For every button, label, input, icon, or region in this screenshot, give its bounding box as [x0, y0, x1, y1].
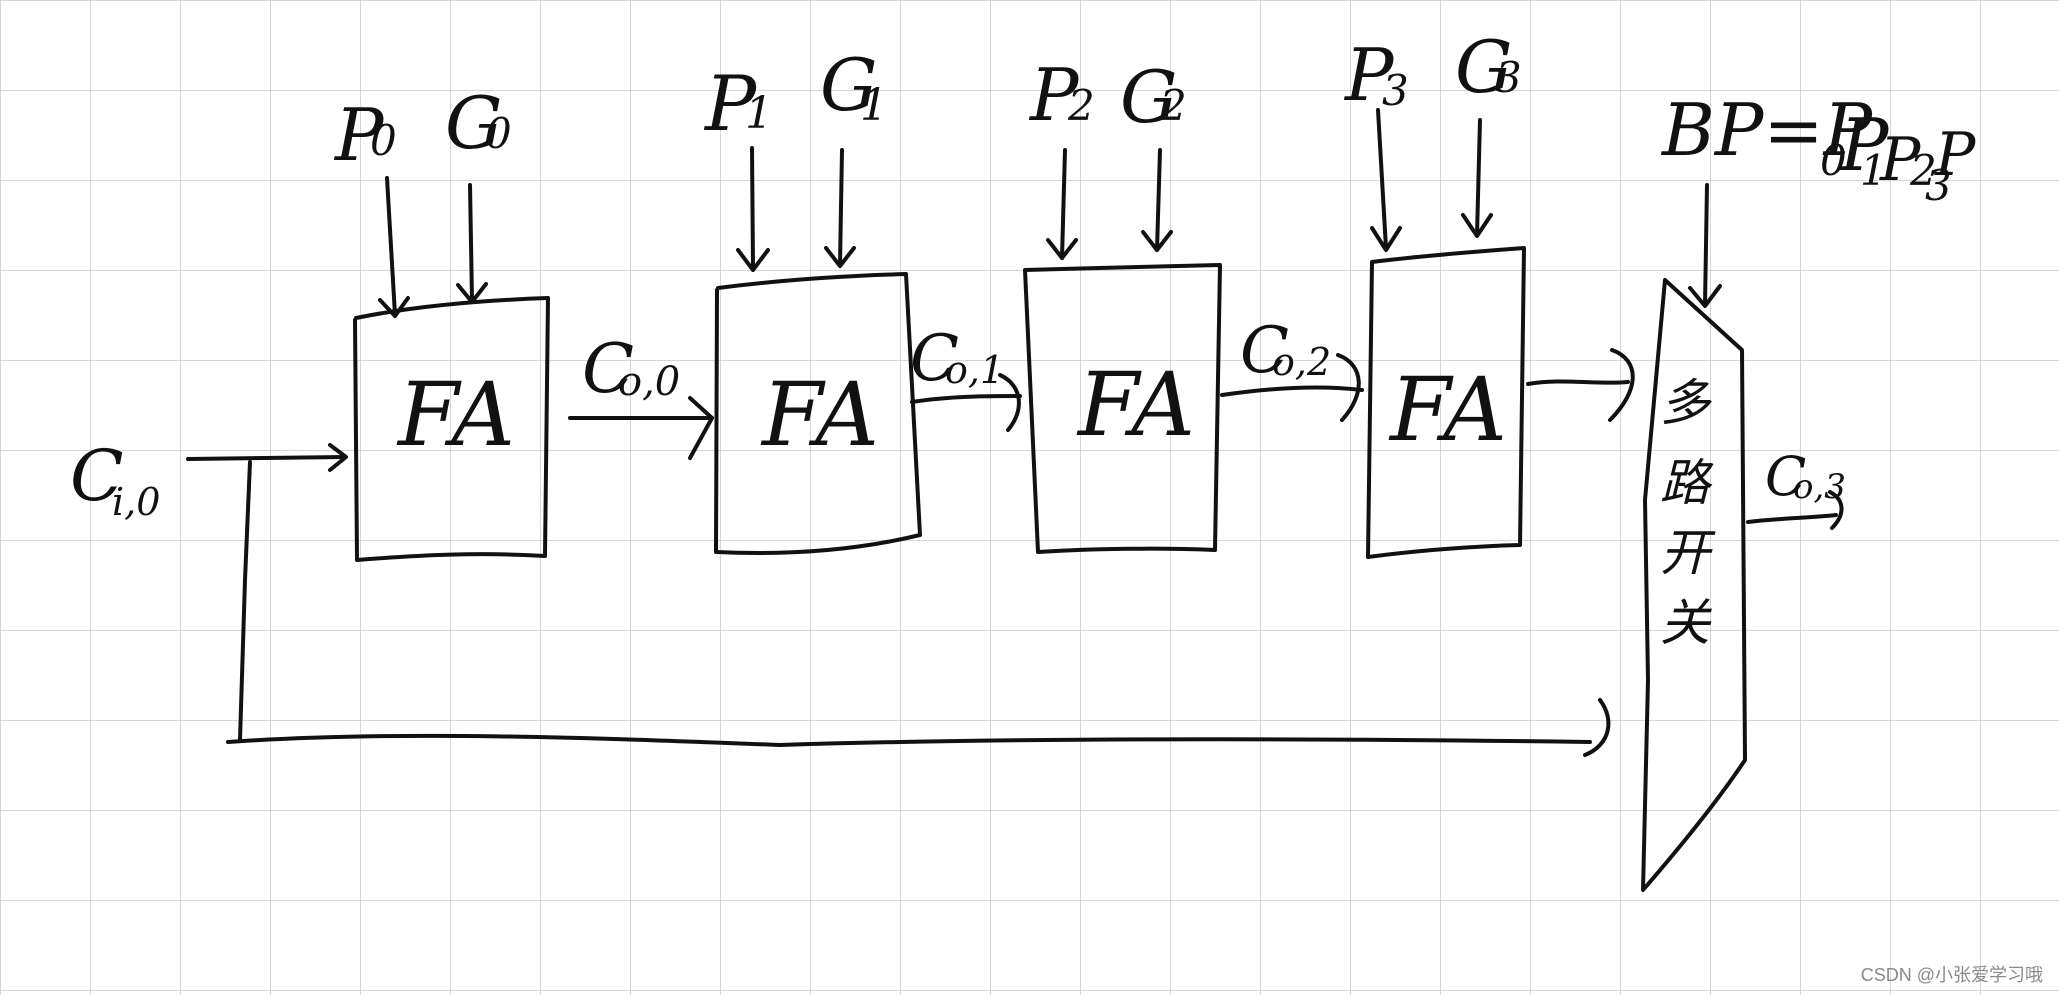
multiplexer: 多 路 开 关 [1641, 278, 1747, 892]
svg-text:o,0: o,0 [618, 359, 680, 405]
svg-text:开: 开 [1660, 524, 1716, 582]
svg-text:3: 3 [1925, 161, 1952, 210]
svg-text:C: C [582, 330, 634, 409]
svg-text:o,2: o,2 [1272, 340, 1331, 384]
svg-text:C: C [910, 322, 959, 396]
svg-text:BP=P: BP=P [1660, 88, 1874, 172]
svg-text:0: 0 [1820, 136, 1847, 185]
fa3-output-arrow [1526, 348, 1635, 422]
svg-text:G: G [445, 81, 503, 165]
svg-text:P: P [1343, 33, 1395, 117]
svg-text:C: C [1240, 314, 1289, 388]
svg-text:G: G [1120, 55, 1178, 139]
inputs-2: P 2 G 2 [1028, 53, 1187, 260]
svg-text:多: 多 [1660, 374, 1712, 432]
svg-text:1: 1 [860, 80, 888, 131]
inputs-0: P 0 G 0 [333, 81, 512, 318]
bypass-p1: P [1838, 103, 1890, 187]
svg-text:0: 0 [485, 109, 512, 158]
bypass-line [226, 460, 1611, 757]
carry-0: C o,0 [568, 330, 714, 460]
svg-text:2: 2 [1159, 81, 1187, 130]
svg-text:G: G [820, 43, 878, 127]
svg-text:P: P [703, 59, 758, 148]
svg-text:G: G [1455, 25, 1513, 109]
full-adder-1-label: FA [760, 363, 879, 466]
full-adder-3-label: FA [1388, 358, 1507, 461]
carry-in-label: C i,0 [70, 435, 160, 524]
svg-text:2: 2 [1067, 81, 1095, 130]
svg-text:o,1: o,1 [945, 348, 1004, 392]
svg-text:P: P [1028, 53, 1080, 137]
full-adder-2-label: FA [1076, 353, 1195, 456]
watermark: CSDN @小张爱学习哦 [1860, 965, 2043, 985]
svg-text:0: 0 [370, 116, 397, 165]
svg-text:3: 3 [1495, 53, 1522, 102]
bypass-control-label: BP=P 0 P 1 P 2 P 3 [1660, 88, 1977, 308]
carry-out: C o,3 [1746, 445, 1846, 530]
svg-text:C: C [70, 435, 124, 517]
svg-text:P: P [1934, 120, 1977, 190]
svg-text:关: 关 [1660, 594, 1712, 652]
carry-2: C o,2 [1220, 314, 1364, 422]
carry-in-arrow [186, 443, 348, 472]
svg-text:1: 1 [1860, 146, 1887, 195]
svg-text:1: 1 [745, 88, 773, 139]
svg-text:P: P [1879, 125, 1922, 195]
svg-text:C: C [1765, 445, 1806, 508]
carry-1: C o,1 [910, 322, 1022, 432]
svg-text:路: 路 [1660, 454, 1714, 512]
svg-text:P: P [333, 93, 385, 177]
full-adder-3: FA [1366, 246, 1526, 559]
full-adder-0-label: FA [396, 363, 515, 466]
svg-text:2: 2 [1909, 146, 1937, 195]
full-adder-0: FA [353, 296, 550, 562]
svg-text:3: 3 [1382, 66, 1409, 115]
svg-text:i,0: i,0 [112, 480, 160, 524]
full-adder-1: FA [714, 272, 922, 556]
full-adder-2: FA [1023, 263, 1222, 554]
inputs-3: P 3 G 3 [1343, 25, 1522, 252]
inputs-1: P 1 G 1 [703, 43, 888, 272]
